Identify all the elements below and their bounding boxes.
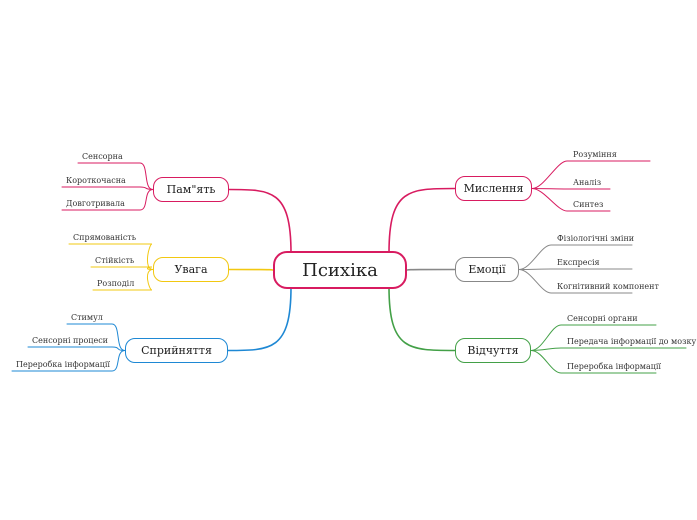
connector-memory	[228, 188, 292, 254]
leaf-emotions-physiological[interactable]: Фізіологічні зміни	[557, 234, 635, 243]
leaf-connector-thinking-0	[531, 160, 651, 189]
leaf-perception-sensory-processes[interactable]: Сенсорні процеси	[32, 336, 108, 345]
leaf-connector-memory-2	[61, 189, 154, 211]
branch-attention[interactable]: Увага	[153, 257, 229, 282]
leaf-memory-short-term[interactable]: Короткочасна	[66, 176, 126, 185]
leaf-connector-attention-1	[90, 266, 154, 270]
central-node[interactable]: Психіка	[273, 251, 407, 289]
leaf-sensation-transmission[interactable]: Передача інформації до мозку	[567, 337, 697, 346]
leaf-attention-direction[interactable]: Спрямованість	[73, 233, 137, 242]
leaf-memory-long-term[interactable]: Довготривала	[66, 199, 125, 208]
leaf-connector-thinking-1	[531, 188, 611, 190]
leaf-sensation-sense-organs[interactable]: Сенсорні органи	[567, 314, 638, 323]
leaf-connector-sensation-1	[530, 347, 687, 351]
leaf-connector-memory-1	[61, 186, 154, 190]
leaf-connector-attention-0	[68, 243, 154, 270]
connector-attention	[228, 268, 274, 271]
leaf-connector-emotions-1	[518, 268, 633, 270]
branch-memory[interactable]: Пам"ять	[153, 177, 229, 202]
leaf-thinking-synthesis[interactable]: Синтез	[573, 200, 604, 209]
leaf-connector-memory-0	[77, 162, 154, 190]
leaf-thinking-understanding[interactable]: Розуміння	[573, 150, 617, 159]
leaf-connector-emotions-0	[518, 244, 633, 270]
branch-sensation[interactable]: Відчуття	[455, 338, 531, 363]
connector-perception	[227, 286, 292, 352]
leaf-attention-distribution[interactable]: Розподіл	[97, 279, 135, 288]
leaf-connector-perception-1	[27, 346, 126, 351]
leaf-perception-stimulus[interactable]: Стимул	[71, 313, 103, 322]
leaf-connector-sensation-0	[530, 324, 657, 351]
branch-thinking[interactable]: Мислення	[455, 176, 532, 201]
leaf-emotions-cognitive[interactable]: Когнітивний компонент	[557, 282, 659, 291]
leaf-connector-sensation-2	[530, 350, 657, 374]
leaf-attention-stability[interactable]: Стійкість	[95, 256, 135, 265]
leaf-memory-sensory[interactable]: Сенсорна	[82, 152, 123, 161]
leaf-perception-info-processing[interactable]: Переробка інформації	[16, 360, 110, 369]
connector-thinking	[388, 187, 456, 254]
connector-sensation	[388, 286, 456, 352]
connector-emotions	[406, 268, 456, 271]
leaf-sensation-info-processing[interactable]: Переробка інформації	[567, 362, 661, 371]
leaf-connector-perception-2	[11, 350, 126, 372]
branch-emotions[interactable]: Емоції	[455, 257, 519, 282]
leaf-thinking-analysis[interactable]: Аналіз	[573, 178, 602, 187]
leaf-connector-emotions-2	[518, 269, 633, 294]
leaf-connector-thinking-2	[531, 188, 611, 212]
leaf-connector-attention-2	[92, 269, 154, 291]
leaf-emotions-expression[interactable]: Експресія	[557, 258, 600, 267]
leaf-connector-perception-0	[66, 323, 126, 351]
branch-perception[interactable]: Сприйняття	[125, 338, 228, 363]
